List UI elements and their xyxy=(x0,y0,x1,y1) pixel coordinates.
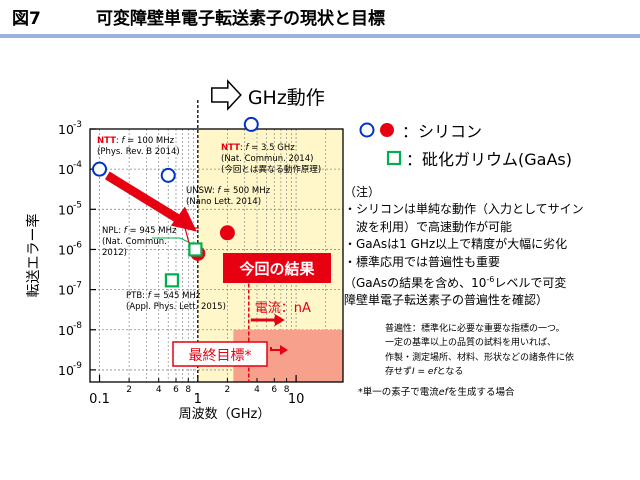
x-minor-tick-label: 2 xyxy=(225,385,231,395)
subnote-line: 作製・測定場所、材料、形状などの諸条件に依 xyxy=(385,352,575,363)
annotation-ntt1: NTT: f = 100 MHz xyxy=(97,136,175,146)
universality-note: 普遍性：標準化に必要な重要な指標の一つ。 一定の基準以上の品質の試料を用いれば、… xyxy=(385,322,635,380)
subnote-line: 一定の基準以上の品質の試料を用いれば、 xyxy=(385,338,557,349)
subnote-formula: I = ef xyxy=(412,367,437,378)
footnote-prefix: *単一の素子で電流 xyxy=(358,387,439,398)
x-minor-tick-label: 2 xyxy=(126,385,132,395)
x-axis-title: 周波数（GHz） xyxy=(179,407,271,422)
legend-gaas-label: ：砒化ガリウム(GaAs) xyxy=(406,150,572,169)
y-tick-label-base: 10 xyxy=(58,202,74,217)
current-arrow-icon xyxy=(274,314,285,326)
y-tick-label-base: 10 xyxy=(58,363,74,378)
x-minor-tick-label: 4 xyxy=(254,385,260,395)
annotation-ptb: PTB: f = 545 MHz xyxy=(126,291,201,301)
data-point-silicon-open xyxy=(243,116,259,132)
annotation-ntt2: NTT: f = 3.5 GHz xyxy=(221,143,295,153)
x-tick-label: 0.1 xyxy=(89,392,110,407)
annotation-npl: NPL: f = 945 MHz xyxy=(102,226,177,236)
x-minor-tick-label: 6 xyxy=(271,385,277,395)
annotation-unsw: (Nano Lett. 2014) xyxy=(186,197,261,207)
subnote-line: 普遍性：標準化に必要な重要な指標の一つ。 xyxy=(385,324,565,334)
x-minor-tick-label: 8 xyxy=(185,385,191,395)
data-point-silicon-filled xyxy=(219,225,235,241)
y-tick-label-base: 10 xyxy=(58,162,74,177)
y-tick-label-base: 10 xyxy=(58,242,74,257)
y-tick-label-exponent: -3 xyxy=(73,120,82,130)
target-arrow-icon xyxy=(280,345,288,355)
note-line: ・GaAsは1 GHz以上で精度が大幅に劣化 xyxy=(344,237,568,252)
target-label-box xyxy=(172,341,268,367)
gaas-marker-icon xyxy=(386,150,402,166)
notes: （注） ・シリコンは単純な動作（入力としてサイン 波を利用）で高速動作が可能 ・… xyxy=(344,184,636,310)
footnote-suffix: を生成する場合 xyxy=(447,387,515,398)
footnote-formula: ef xyxy=(438,387,448,398)
result-label: 今回の結果 xyxy=(238,260,315,278)
note-line-text: （GaAsの結果を含め、10 xyxy=(344,276,487,291)
annotation-ptb: (Appl. Phys. Lett. 2015) xyxy=(126,302,226,312)
y-tick-label-exponent: -5 xyxy=(73,200,82,210)
legend-gaas: ：砒化ガリウム(GaAs) xyxy=(386,146,572,170)
annotation-ntt2: (Nat. Commun. 2014) xyxy=(221,154,313,164)
current-axis-label: 電流：nA xyxy=(255,301,311,316)
x-tick-label: 10 xyxy=(288,392,305,407)
subnote-tail: となる xyxy=(436,367,464,378)
ghz-arrow-icon xyxy=(211,79,242,111)
legend-silicon-label: ：シリコン xyxy=(402,122,483,141)
legend-silicon: ：シリコン xyxy=(358,118,482,142)
annotation-npl: (Nat. Commun. xyxy=(102,237,167,247)
note-line: ・シリコンは単純な動作（入力としてサイン xyxy=(344,202,584,217)
note-line: 障壁単電子転送素子の普遍性を確認） xyxy=(344,293,549,308)
y-tick-label-base: 10 xyxy=(58,283,74,298)
trend-arrow-shaft xyxy=(104,171,184,225)
subnote-line: 存せずI = efとなる xyxy=(385,365,635,379)
y-axis-title: 転送エラー率 xyxy=(25,214,42,298)
y-tick-label-exponent: -6 xyxy=(73,240,82,250)
figure-title: 可変障壁単電子転送素子の現状と目標 xyxy=(96,9,385,29)
y-tick-label-base: 10 xyxy=(58,323,74,338)
y-tick-label-base: 10 xyxy=(58,122,74,137)
trend-arrow-icon xyxy=(170,206,197,232)
annotation-npl: 2012) xyxy=(102,248,127,258)
silicon-marker-icon xyxy=(359,122,394,138)
footnote: *単一の素子で電流efを生成する場合 xyxy=(358,384,514,398)
x-tick-label: 1 xyxy=(194,392,202,407)
annotation-ntt1: (Phys. Rev. B 2014) xyxy=(97,147,180,157)
note-line: 波を利用）で高速動作が可能 xyxy=(344,219,513,234)
y-tick-label-exponent: -7 xyxy=(73,281,82,291)
title-underline xyxy=(0,34,640,38)
note-exponent: -6 xyxy=(486,275,495,285)
subnote-text: 存せず xyxy=(385,367,413,378)
note-heading: （注） xyxy=(344,185,381,199)
note-line-tail: レベルで可変 xyxy=(494,276,567,291)
annotation-ntt2: (今回とは異なる動作原理) xyxy=(221,164,321,175)
y-tick-label-exponent: -9 xyxy=(73,361,82,371)
plot-frame xyxy=(89,128,344,383)
x-minor-tick-label: 8 xyxy=(284,385,290,395)
result-label-box xyxy=(223,253,331,283)
ghz-label: GHz動作 xyxy=(248,87,325,109)
figure-number: 図7 xyxy=(12,9,41,29)
data-point-gaas xyxy=(188,242,203,257)
note-line: （GaAsの結果を含め、10-6レベルで可変 xyxy=(344,271,636,292)
data-point-silicon-open xyxy=(92,161,108,177)
annotation-unsw: UNSW: f = 500 MHz xyxy=(186,186,271,196)
data-point-silicon-open xyxy=(160,167,176,183)
note-line: ・標準応用では普遍性も重要 xyxy=(344,254,501,269)
x-minor-tick-label: 6 xyxy=(173,385,179,395)
x-minor-tick-label: 4 xyxy=(156,385,162,395)
page-title: 図7 可変障壁単電子転送素子の現状と目標 xyxy=(12,4,385,29)
y-tick-label-exponent: -8 xyxy=(73,321,82,331)
data-point-gaas xyxy=(164,273,180,288)
y-tick-label-exponent: -4 xyxy=(73,160,82,170)
target-label: 最終目標* xyxy=(189,348,252,364)
